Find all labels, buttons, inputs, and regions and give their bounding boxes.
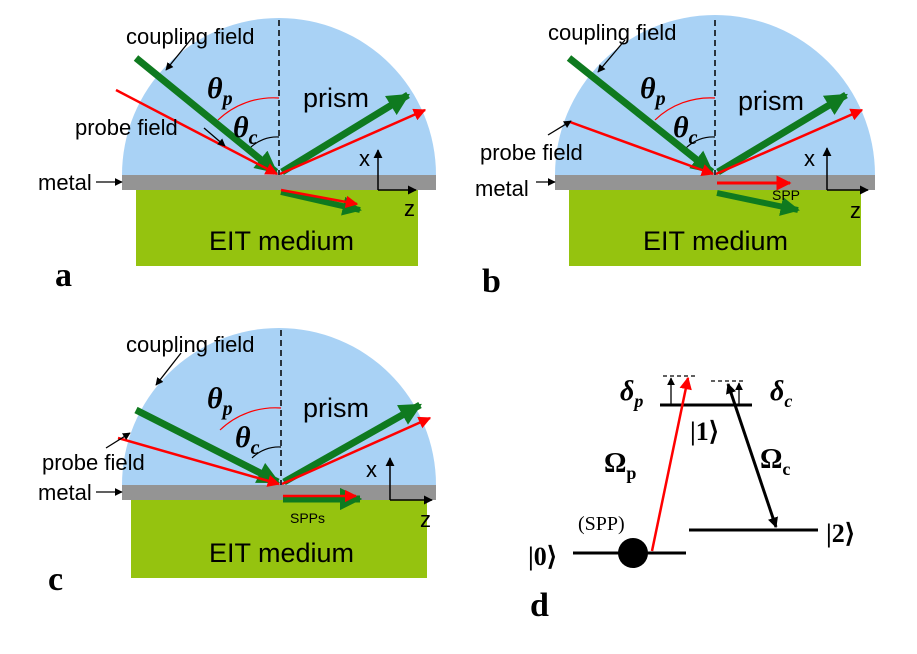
angle-arc-p-b: [654, 97, 716, 121]
theta-p-b: θp: [640, 72, 666, 110]
angle-arc-c-a: [249, 136, 280, 149]
panel-letter-d: d: [530, 587, 549, 624]
coupling-pointer-b: [597, 39, 626, 73]
probe-out-b: [715, 108, 864, 176]
angle-arc-p-c: [219, 407, 282, 431]
panel-d: δp δc Ωp Ωc |1⟩ |2⟩ |0⟩ (SPP) d: [528, 375, 855, 624]
axis-z-label-c: z: [420, 507, 431, 532]
panel-c: coupling field probe field metal prism E…: [38, 328, 436, 598]
coupling-transmit-b: [716, 190, 800, 216]
delta-p-label: δp: [620, 376, 643, 411]
panel-letter-a: a: [55, 257, 72, 294]
axis-x-label-a: x: [359, 146, 370, 171]
spp-label-b: SPP: [772, 187, 800, 203]
axis-z-label-a: z: [404, 196, 415, 221]
coupling-label-a: coupling field: [126, 24, 254, 49]
metal-label-c: metal: [38, 480, 92, 505]
theta-c-a: θc: [233, 111, 258, 149]
probe-transmit-a: [280, 188, 359, 209]
coupling-in-b: [566, 55, 715, 175]
omega-c-label: Ωc: [760, 444, 790, 479]
delta-c-label: δc: [770, 376, 792, 411]
spp-label-c: SPPs: [290, 510, 325, 526]
probe-pointer-b: [547, 120, 572, 136]
coupling-pointer-a: [165, 37, 193, 71]
probe-out-c: [281, 416, 432, 486]
probe-transition-arrow: [650, 376, 692, 552]
theta-p-a: θp: [207, 72, 233, 110]
theta-c-c: θc: [235, 421, 260, 459]
coupling-out-b: [716, 92, 848, 175]
metal-label-a: metal: [38, 170, 92, 195]
coupling-label-c: coupling field: [126, 332, 254, 357]
coupling-transition-arrow: [726, 383, 778, 528]
metal-label-b: metal: [475, 176, 529, 201]
medium-label-c: EIT medium: [209, 538, 354, 568]
coupling-out-c: [282, 401, 422, 486]
panel-a: coupling field probe field metal prism E…: [38, 18, 436, 294]
probe-pointer-c: [105, 432, 131, 449]
probe-in-a: [115, 88, 279, 176]
panel-b: coupling field probe field metal prism E…: [475, 15, 875, 300]
coupling-pointer-c: [155, 352, 182, 386]
probe-out-a: [279, 108, 427, 176]
medium-c: [131, 500, 427, 578]
metal-layer-a: [122, 175, 436, 190]
spp-population-dot: [618, 538, 648, 568]
ket-0-label: |0⟩: [528, 542, 557, 571]
axis-z-label-b: z: [850, 198, 861, 223]
theta-p-c: θp: [207, 382, 233, 420]
probe-in-b: [569, 120, 715, 177]
angle-arc-c-c: [251, 446, 282, 459]
ket-1-label: |1⟩: [690, 417, 719, 446]
medium-b: [569, 190, 861, 266]
axis-x-label-b: x: [804, 146, 815, 171]
angle-arc-p-a: [217, 97, 280, 121]
medium-a: [136, 190, 418, 266]
medium-label-b: EIT medium: [643, 226, 788, 256]
probe-label-a: probe field: [75, 115, 178, 140]
theta-c-b: θc: [673, 111, 698, 149]
probe-label-b: probe field: [480, 140, 583, 165]
omega-p-label: Ωp: [604, 448, 636, 483]
axis-x-label-c: x: [366, 457, 377, 482]
ket-2-label: |2⟩: [826, 519, 855, 548]
metal-layer-c: [122, 485, 436, 500]
probe-in-c: [117, 436, 281, 487]
probe-label-c: probe field: [42, 450, 145, 475]
coupling-out-a: [280, 92, 410, 175]
prism-a: [122, 18, 436, 175]
panel-letter-b: b: [482, 263, 501, 300]
metal-layer-b: [555, 175, 875, 190]
angle-arc-c-b: [685, 136, 716, 149]
panel-letter-c: c: [48, 561, 63, 598]
prism-label-b: prism: [738, 86, 804, 116]
coupling-in-c: [134, 406, 280, 486]
medium-label-a: EIT medium: [209, 226, 354, 256]
coupling-in-a: [133, 55, 279, 175]
spp-state-label: (SPP): [578, 513, 625, 535]
probe-pointer-a: [203, 127, 226, 147]
coupling-label-b: coupling field: [548, 20, 676, 45]
prism-label-a: prism: [303, 83, 369, 113]
prism-label-c: prism: [303, 393, 369, 423]
